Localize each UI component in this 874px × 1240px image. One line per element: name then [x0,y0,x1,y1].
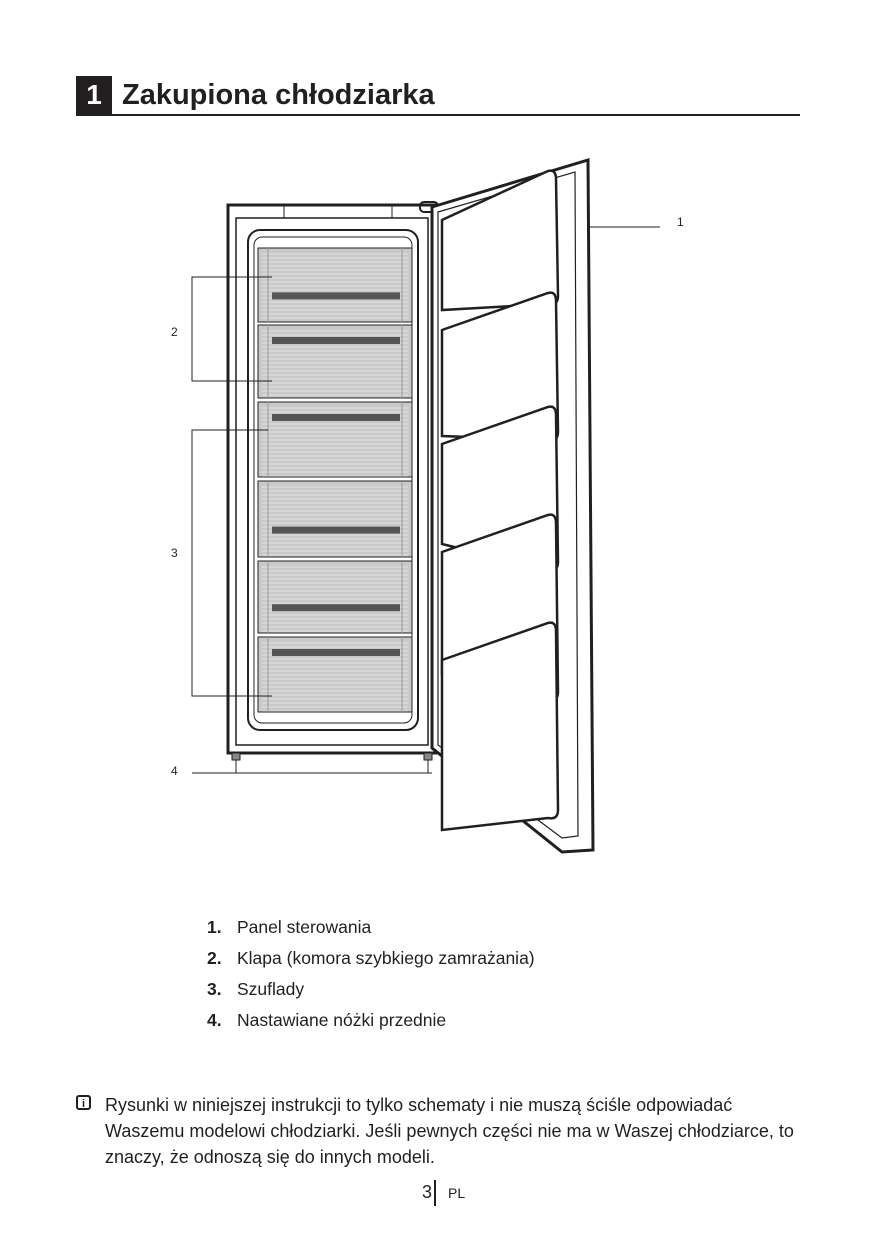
legend-item: 3.Szuflady [207,979,305,999]
section-header: 1 Zakupiona chłodziarka [76,76,800,116]
drawer [257,401,413,478]
callout-3: 3 [171,546,178,560]
drawer [257,636,413,713]
callout-1: 1 [677,215,684,229]
legend-item: 2.Klapa (komora szybkiego zamrażania) [207,948,535,968]
freezer-illustration [191,157,660,854]
drawer [257,480,413,558]
section-title: Zakupiona chłodziarka [122,79,435,111]
callout-lines [191,226,660,774]
callout-4: 4 [171,764,178,778]
info-icon: i [76,1095,91,1110]
door-shelves [440,169,560,832]
page-number: 3 [422,1181,433,1202]
note-text: Rysunki w niniejszej instrukcji to tylko… [105,1095,794,1167]
door-shelf [440,621,560,832]
page-footer: 3 PL [422,1180,465,1206]
parts-legend: 1.Panel sterowania 2.Klapa (komora szybk… [207,912,535,1036]
info-note: i Rysunki w niniejszej instrukcji to tyl… [76,1092,806,1170]
language-code: PL [448,1184,466,1201]
callout-2: 2 [171,325,178,339]
drawer [257,324,413,399]
drawer [257,560,413,634]
drawers [257,247,413,713]
drawer [257,247,413,323]
section-number: 1 [76,76,112,114]
legend-item: 1.Panel sterowania [207,917,372,937]
legend-item: 4.Nastawiane nóżki przednie [207,1010,447,1030]
